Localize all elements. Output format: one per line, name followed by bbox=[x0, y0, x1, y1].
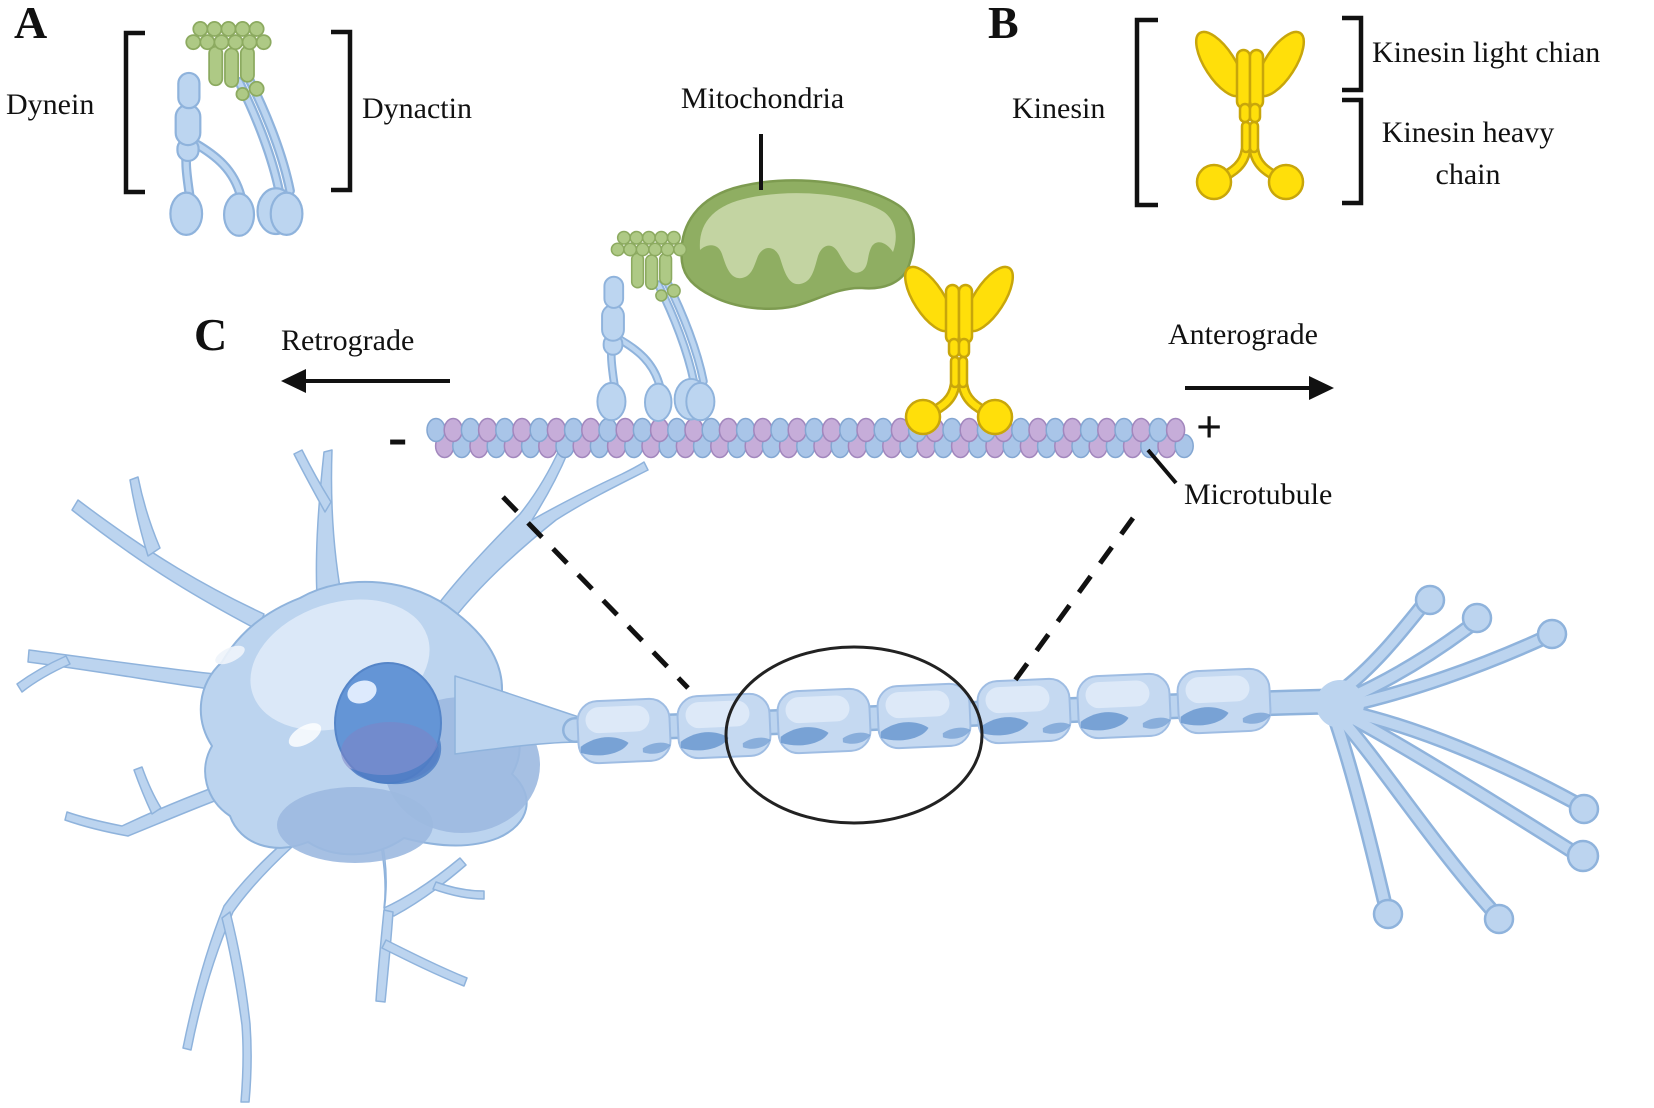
tubulin-bead bbox=[1028, 417, 1048, 443]
anterograde-label: Anterograde bbox=[1168, 318, 1318, 351]
tubulin-bead bbox=[546, 417, 567, 443]
tubulin-bead bbox=[1165, 417, 1186, 443]
tubulin-bead bbox=[770, 417, 790, 443]
bracket-kinesin-light-chain bbox=[1342, 15, 1364, 93]
tubulin-bead bbox=[787, 417, 807, 443]
mitochondria-label: Mitochondria bbox=[680, 82, 845, 115]
tubulin-bead bbox=[718, 417, 739, 443]
synaptic-boutons bbox=[1372, 584, 1600, 935]
tubulin-bead bbox=[426, 417, 446, 443]
kinesin-heavy-chain-line2: chain bbox=[1435, 158, 1501, 191]
tubulin-bead bbox=[1148, 417, 1169, 443]
panel-b-label: B bbox=[988, 0, 1019, 48]
tubulin-bead bbox=[1131, 417, 1151, 443]
tubulin-bead bbox=[581, 417, 601, 443]
tubulin-bead bbox=[701, 417, 721, 443]
microtubule-label: Microtubule bbox=[1184, 478, 1333, 511]
tubulin-bead bbox=[512, 417, 532, 443]
tubulin-bead bbox=[1045, 417, 1065, 443]
tubulin-bead bbox=[1011, 417, 1031, 443]
neuron bbox=[16, 447, 1600, 1103]
tubulin-bead bbox=[1114, 417, 1134, 443]
panel-c-label: C bbox=[194, 309, 228, 360]
tubulin-bead bbox=[735, 417, 756, 443]
tubulin-bead bbox=[477, 417, 498, 443]
dynactin-label: Dynactin bbox=[362, 92, 472, 125]
tubulin-bead bbox=[529, 417, 549, 443]
tubulin-bead bbox=[1097, 417, 1117, 443]
tubulin-bead bbox=[942, 417, 962, 443]
tubulin-bead bbox=[1079, 417, 1100, 443]
microtubule-filament bbox=[426, 417, 1194, 459]
tubulin-bead bbox=[873, 417, 893, 443]
tubulin-bead bbox=[495, 417, 515, 443]
nucleus bbox=[334, 662, 442, 785]
tubulin-bead bbox=[632, 417, 653, 443]
tubulin-bead bbox=[460, 417, 481, 443]
tubulin-bead bbox=[667, 417, 687, 443]
kinesin-label: Kinesin bbox=[1012, 92, 1106, 125]
dynein-label: Dynein bbox=[6, 88, 95, 121]
microtubule-minus-end: - bbox=[388, 404, 408, 469]
tubulin-bead bbox=[684, 417, 704, 443]
bracket-dynein bbox=[123, 30, 145, 195]
retrograde-arrow bbox=[281, 369, 450, 393]
tubulin-bead bbox=[959, 417, 979, 443]
kinesin-heavy-chain-line1: Kinesin heavy bbox=[1381, 116, 1555, 149]
bracket-kinesin-heavy-chain bbox=[1342, 97, 1364, 206]
zoom-connector-left bbox=[501, 495, 690, 690]
kinesin-heavy-chain-label: Kinesin heavy chain bbox=[1368, 112, 1568, 196]
tubulin-bead bbox=[753, 417, 773, 443]
soma bbox=[199, 580, 540, 863]
tubulin-bead bbox=[563, 417, 584, 443]
zoom-region-ellipse bbox=[724, 645, 984, 825]
kinesin-panel-b bbox=[1187, 25, 1312, 199]
tubulin-bead bbox=[839, 417, 859, 443]
tubulin-bead bbox=[1062, 417, 1083, 443]
panel-a-label: A bbox=[14, 0, 48, 48]
kinesin-on-microtubule bbox=[896, 260, 1021, 434]
tubulin-bead bbox=[443, 417, 463, 443]
zoom-connector-right bbox=[1005, 516, 1136, 692]
axon-terminal bbox=[1316, 584, 1600, 935]
microtubule-plus-end: + bbox=[1196, 401, 1223, 452]
microtubule-pointer-line bbox=[1146, 448, 1178, 485]
bracket-dynactin bbox=[331, 29, 353, 193]
bracket-kinesin bbox=[1134, 17, 1158, 208]
retrograde-label: Retrograde bbox=[281, 324, 415, 357]
tubulin-bead bbox=[821, 417, 842, 443]
kinesin-light-chain-label: Kinesin light chian bbox=[1372, 36, 1601, 69]
brackets bbox=[123, 15, 1364, 208]
tubulin-bead bbox=[615, 417, 635, 443]
tubulin-bead bbox=[856, 417, 876, 443]
anterograde-arrow bbox=[1185, 376, 1334, 400]
tubulin-bead bbox=[804, 417, 825, 443]
dynein-dynactin-panel-a bbox=[170, 22, 302, 236]
mitochondria bbox=[680, 179, 916, 311]
tubulin-bead bbox=[598, 417, 618, 443]
